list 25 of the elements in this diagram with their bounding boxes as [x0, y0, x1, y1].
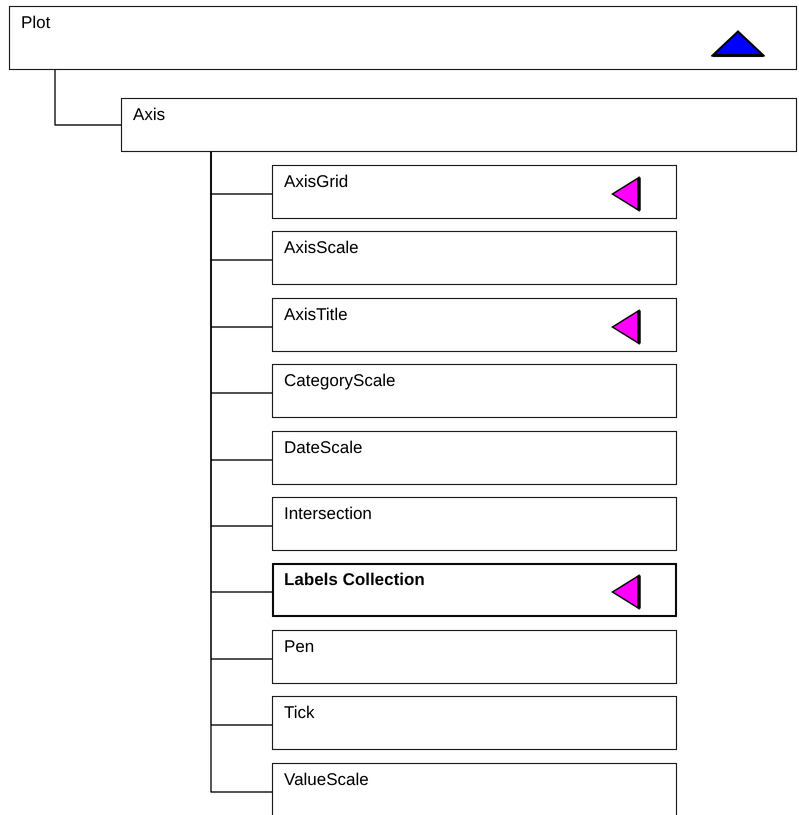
class-name: AxisTitle [284, 305, 348, 325]
class-name: AxisGrid [284, 172, 348, 192]
class-box [272, 563, 677, 617]
class-box [272, 165, 677, 219]
class-box [272, 630, 677, 684]
class-box [272, 696, 677, 750]
class-name: AxisScale [284, 238, 359, 258]
class-box [272, 231, 677, 285]
class-name: Pen [284, 637, 314, 657]
class-box [9, 6, 797, 70]
class-box [272, 298, 677, 352]
connector-line [54, 70, 121, 126]
class-name: Intersection [284, 504, 372, 524]
class-box [121, 98, 797, 152]
class-box [272, 364, 677, 418]
class-name: Labels Collection [284, 570, 425, 590]
class-name: ValueScale [284, 770, 369, 790]
class-box [272, 497, 677, 551]
class-name: DateScale [284, 438, 362, 458]
class-name: CategoryScale [284, 371, 396, 391]
class-box [272, 431, 677, 485]
class-box [272, 763, 677, 815]
class-name: Plot [21, 13, 50, 33]
class-name: Tick [284, 703, 315, 723]
class-name: Axis [133, 105, 166, 125]
